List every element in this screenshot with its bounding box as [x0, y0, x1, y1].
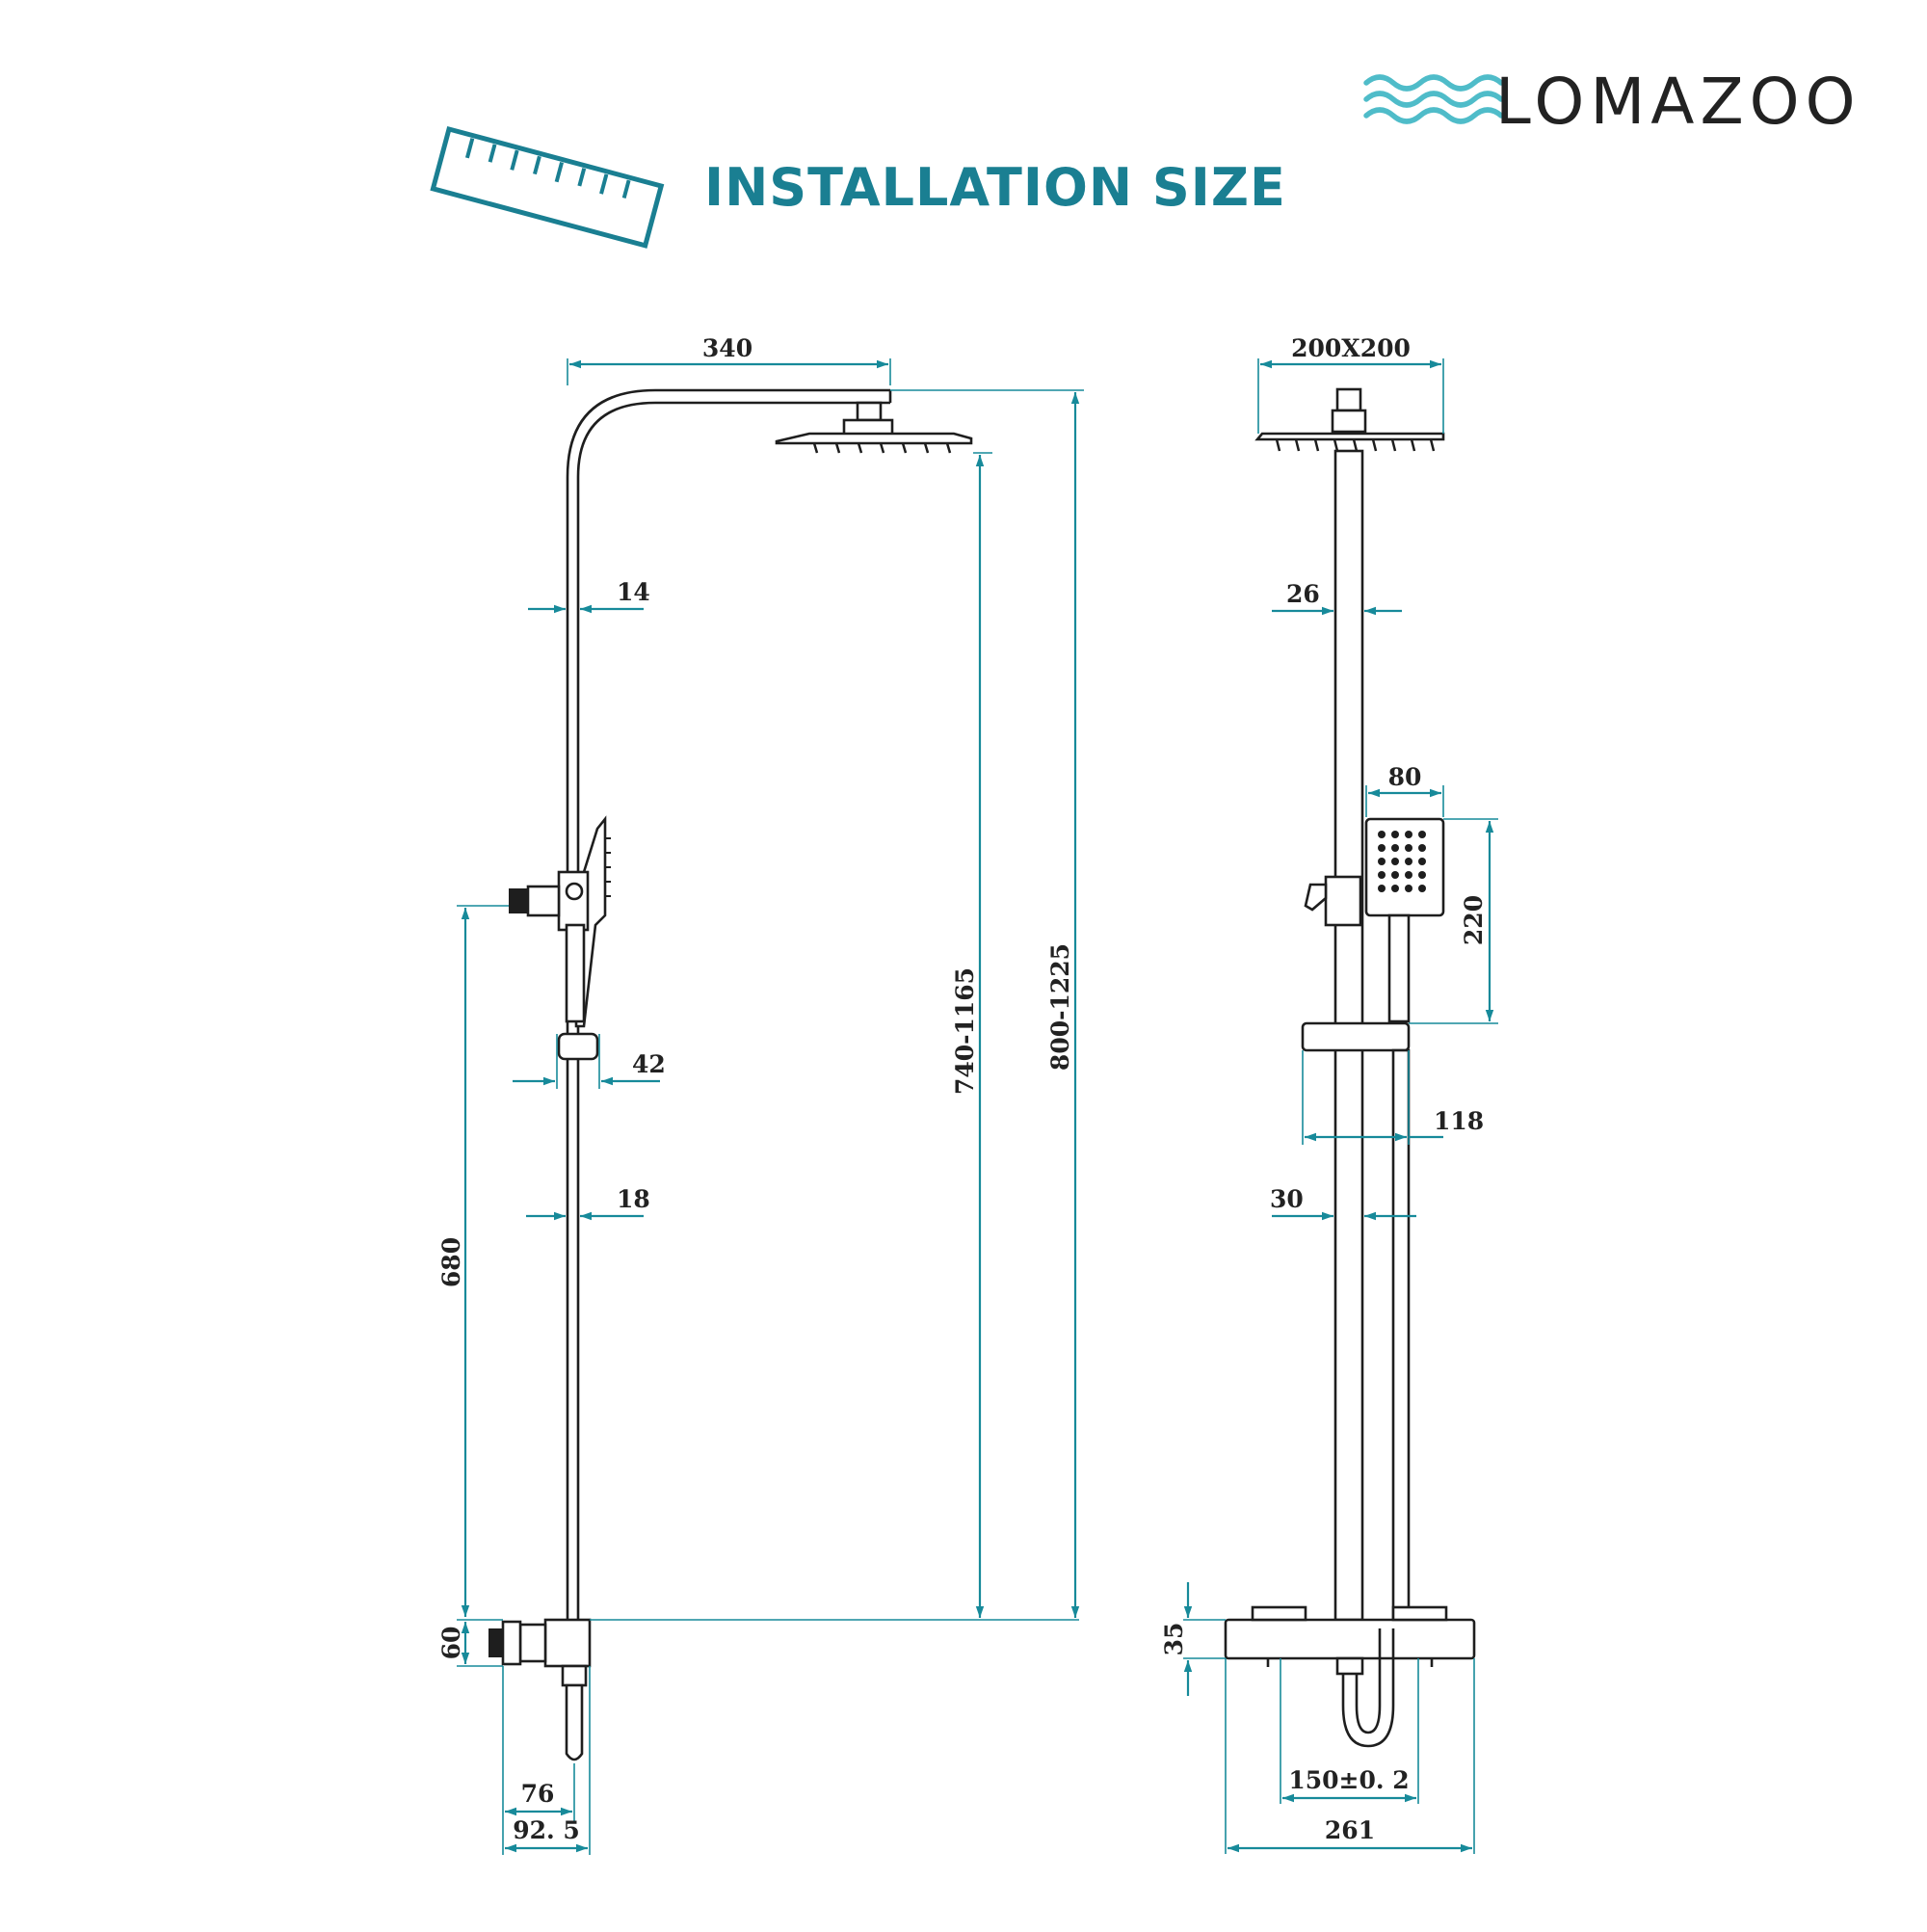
dim-pipe-lower: 18	[526, 1185, 650, 1221]
hand-shower-front-nozzles	[1378, 831, 1426, 892]
rain-head-front	[1254, 432, 1445, 441]
dim-holder-height: 680	[437, 905, 509, 1617]
dim-label-head-drop: 740-1165	[951, 967, 979, 1095]
valve-body-side	[543, 1618, 592, 1668]
dim-valve-height: 60	[437, 1619, 503, 1667]
wall-elbow	[501, 1620, 522, 1666]
valve-connector	[518, 1623, 547, 1663]
dim-head-size: 200X200	[1257, 334, 1444, 434]
slider	[557, 1032, 599, 1061]
dim-valve-thickness: 35	[1160, 1582, 1226, 1696]
dim-inlet-spacing: 150±0. 2	[1280, 1658, 1419, 1804]
dim-label-handset-height: 220	[1460, 895, 1488, 945]
dim-label-offset-outer: 92. 5	[513, 1816, 580, 1844]
dim-label-valve-height: 60	[437, 1627, 465, 1660]
dim-slider: 42	[513, 1034, 666, 1089]
hand-shower-front	[1364, 817, 1445, 917]
shower-arm	[566, 388, 890, 1620]
holder-front	[1324, 875, 1362, 927]
front-view: 200X200 26 80 220 118	[1160, 334, 1498, 1854]
dim-label-slider-depth: 118	[1434, 1107, 1484, 1135]
hand-shower-handle	[565, 923, 586, 1023]
slider-front	[1301, 1021, 1411, 1052]
rain-head-nozzles	[812, 442, 952, 454]
holder-lever-front	[1304, 883, 1328, 912]
dim-label-head-size: 200X200	[1291, 334, 1411, 362]
rain-head	[775, 432, 973, 445]
page-title: INSTALLATION SIZE	[704, 157, 1286, 218]
brand-logo: LOMAZOO	[1363, 65, 1861, 139]
dim-arm-length: 340	[567, 334, 891, 385]
dim-label-holder-height: 680	[437, 1237, 465, 1287]
rain-head-front-nozzles	[1275, 438, 1436, 452]
dim-head-drop: 740-1165	[590, 452, 1079, 1621]
thermostatic-valve-front	[1224, 1618, 1476, 1660]
shower-arm-inner	[576, 401, 890, 1620]
inlet-pipe-side	[565, 1683, 584, 1761]
dim-label-slider: 42	[632, 1050, 666, 1078]
hose-front	[1391, 1048, 1411, 1622]
hand-shower-nozzles	[605, 837, 611, 897]
valve-handle-left	[1251, 1605, 1307, 1622]
dim-label-pipe-lower: 18	[617, 1185, 650, 1213]
dim-handset-height: 220	[1409, 818, 1498, 1024]
dim-label-valve-thickness: 35	[1160, 1623, 1188, 1656]
wall-bracket	[526, 885, 561, 917]
dim-label-arm-length: 340	[702, 334, 752, 362]
hand-shower-handle-front	[1387, 913, 1411, 1023]
dim-label-upper-pipe: 26	[1286, 580, 1320, 608]
dim-lower-pipe: 30	[1270, 1185, 1416, 1221]
dim-label-pipe-top: 14	[617, 578, 650, 606]
dim-slider-depth: 118	[1302, 1050, 1484, 1145]
wall-elbow-anchor	[488, 1628, 503, 1657]
holder-knob	[565, 882, 584, 901]
valve-handle-right	[1391, 1605, 1448, 1622]
dim-label-handset-width: 80	[1388, 763, 1422, 791]
dim-upper-pipe: 26	[1272, 580, 1402, 616]
valve-outlet-front	[1335, 1656, 1364, 1676]
hand-shower-holder	[557, 870, 590, 932]
dim-label-offset-inner: 76	[521, 1780, 555, 1808]
wave-logo-icon	[1363, 74, 1504, 124]
dim-pipe-top: 14	[528, 578, 650, 614]
wall-bracket-anchor	[509, 888, 528, 913]
dim-total-height: 800-1225	[890, 389, 1084, 1618]
inlet-pipe-front	[1341, 1628, 1395, 1748]
head-connector-nut-front	[1331, 409, 1367, 434]
valve-outlet-nut	[561, 1664, 588, 1687]
head-connector-front	[1335, 387, 1362, 412]
dim-label-valve-width: 261	[1325, 1816, 1375, 1844]
dim-wall-offset: 76 92. 5	[502, 1666, 591, 1855]
dim-label-inlet-spacing: 150±0. 2	[1288, 1766, 1409, 1794]
head-connector	[856, 401, 883, 422]
dim-handset-width: 80	[1365, 763, 1444, 817]
ruler-icon	[430, 125, 665, 249]
dim-label-total-height: 800-1225	[1046, 943, 1074, 1071]
dim-label-lower-pipe: 30	[1270, 1185, 1304, 1213]
side-view: 340 14 42 18 740-1165 800-122	[437, 334, 1084, 1855]
brand-name: LOMAZOO	[1495, 65, 1861, 139]
dim-valve-width: 261	[1225, 1658, 1475, 1854]
